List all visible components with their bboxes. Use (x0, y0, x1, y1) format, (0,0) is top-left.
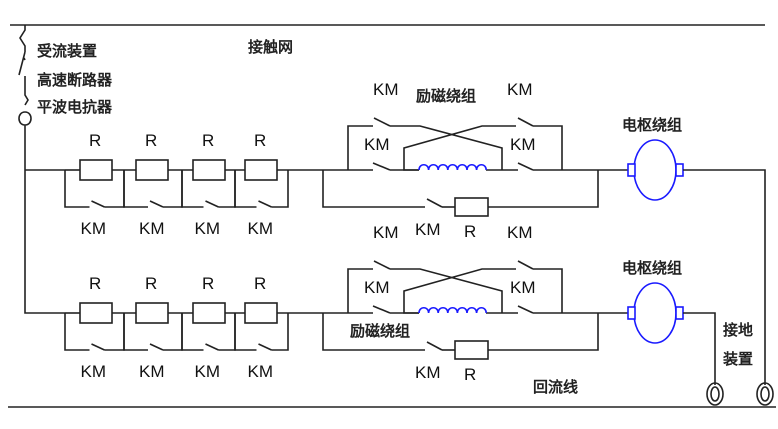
field-shunt-branch (322, 170, 599, 208)
motor-brush (675, 163, 684, 177)
contactor-label: KM (510, 135, 536, 154)
resistor-label: R (254, 131, 266, 150)
resistor-label: R (254, 274, 266, 293)
resistor (79, 302, 113, 324)
breaker-label: 高速断路器 (37, 71, 113, 89)
resistor (79, 159, 113, 181)
resistor (192, 302, 226, 324)
grounding-brush-inner (710, 386, 720, 402)
grounding-brush-icon (756, 382, 774, 406)
resistor (135, 302, 169, 324)
return-line-label: 回流线 (533, 378, 578, 396)
shunt-contactor-label: KM (415, 220, 441, 239)
resistor-label: R (202, 131, 214, 150)
field-winding-label: 励磁绕组 (350, 322, 410, 340)
contactor-label: KM (248, 362, 274, 381)
field-winding-label: 励磁绕组 (416, 87, 476, 105)
resistor-label: R (145, 131, 157, 150)
catenary-label: 接触网 (248, 38, 293, 56)
lower-return-wire (683, 312, 716, 385)
contactor-label: KM (364, 278, 390, 297)
contactor-label: KM (373, 80, 399, 99)
reversing-wire-a (347, 117, 503, 170)
grounding-label-1: 接地 (723, 321, 753, 339)
field-winding-coil (418, 306, 487, 314)
shunt-resistor-label: R (464, 365, 476, 384)
field-shunt-branch (322, 313, 599, 351)
contactor-label: KM (139, 219, 165, 238)
contactor-label: KM (507, 80, 533, 99)
contactor-label: KM (373, 223, 399, 242)
motor-brush (675, 306, 684, 320)
resistor-label: R (89, 274, 101, 293)
field-winding-coil (418, 163, 487, 171)
contactor-km-switch (234, 313, 289, 351)
grounding-label-2: 装置 (722, 350, 753, 368)
contactor-label: KM (248, 219, 274, 238)
shunt-resistor-label: R (464, 222, 476, 241)
contactor-label: KM (81, 362, 107, 381)
contactor-label: KM (364, 135, 390, 154)
contactor-label: KM (195, 362, 221, 381)
shunt-resistor (454, 340, 489, 360)
armature-winding-label: 电枢绕组 (622, 116, 682, 134)
reversing-wire-b (403, 260, 563, 314)
contactor-label: KM (510, 278, 536, 297)
grounding-brush-inner (760, 386, 770, 402)
pantograph-label: 受流装置 (37, 42, 97, 60)
contactor-label: KM (139, 362, 165, 381)
reversing-wire-b (403, 117, 563, 171)
armature-motor (633, 282, 677, 344)
resistor-label: R (89, 131, 101, 150)
resistor-label: R (145, 274, 157, 293)
reversing-wire-a (347, 260, 503, 313)
resistor (244, 159, 278, 181)
contactor-label: KM (81, 219, 107, 238)
reactor-label: 平波电抗器 (37, 98, 113, 116)
resistor (192, 159, 226, 181)
armature-motor (633, 139, 677, 201)
contactor-km-switch (234, 170, 289, 208)
grounding-brush-icon (706, 382, 724, 406)
resistor (244, 302, 278, 324)
resistor (135, 159, 169, 181)
shunt-resistor (454, 197, 489, 217)
upper-return-wire (683, 169, 766, 385)
pantograph-breaker-reactor-symbol (18, 25, 65, 314)
motor-brush (627, 306, 636, 320)
motor-brush (627, 163, 636, 177)
armature-winding-label: 电枢绕组 (622, 259, 682, 277)
contactor-label: KM (507, 223, 533, 242)
shunt-contactor-label: KM (415, 363, 441, 382)
contactor-label: KM (195, 219, 221, 238)
resistor-label: R (202, 274, 214, 293)
